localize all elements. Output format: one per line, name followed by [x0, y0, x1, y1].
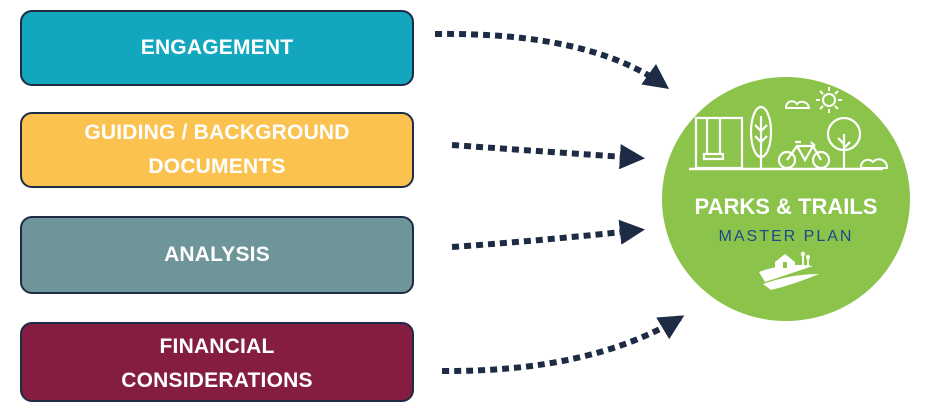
arrow-financial [441, 315, 685, 375]
analysis-label: ANALYSIS [164, 243, 270, 266]
financial-considerations-label-line2: CONSIDERATIONS [121, 369, 313, 392]
arrow-engagement [434, 30, 670, 89]
cloud-icon-2 [859, 158, 889, 169]
financial-considerations-box: FINANCIAL CONSIDERATIONS [20, 322, 414, 402]
analysis-box: ANALYSIS [20, 216, 414, 294]
cloud-icon [784, 100, 811, 109]
guiding-documents-label-line2: DOCUMENTS [148, 155, 286, 178]
engagement-box: ENGAGEMENT [20, 10, 414, 86]
arrow-analysis [451, 219, 646, 250]
guiding-documents-label-line1: GUIDING / BACKGROUND [84, 121, 350, 144]
logo-title: PARKS & TRAILS [695, 194, 878, 219]
tree-icon [749, 105, 773, 168]
house-field-icon [759, 251, 819, 290]
logo-subtitle: MASTER PLAN [719, 228, 854, 245]
parks-trails-logo: PARKS & TRAILS MASTER PLAN [662, 77, 910, 321]
sun-icon [816, 87, 842, 113]
financial-considerations-label-line1: FINANCIAL [159, 335, 275, 358]
logo-circle [662, 77, 910, 321]
guiding-documents-box: GUIDING / BACKGROUND DOCUMENTS [20, 112, 414, 188]
engagement-label: ENGAGEMENT [140, 36, 294, 59]
arrow-guiding-documents [451, 142, 646, 170]
tree-icon-2 [826, 116, 862, 168]
